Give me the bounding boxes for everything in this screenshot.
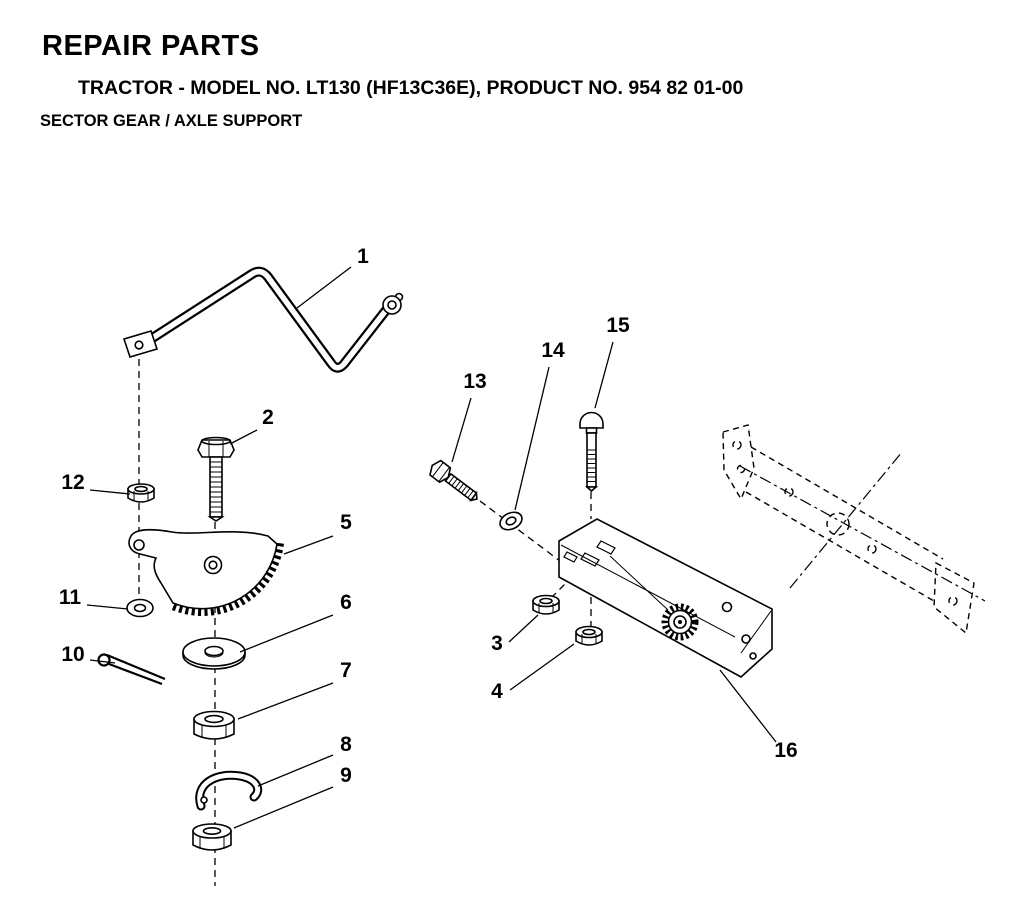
- callout-11: 11: [59, 586, 82, 609]
- part-4-hex-nut: [575, 625, 603, 646]
- callout-8: 8: [340, 733, 352, 756]
- part-6-spacer-washer: [182, 637, 246, 670]
- part-5-sector-gear: [128, 529, 284, 616]
- leader-lines: [86, 266, 777, 829]
- part-8-clip: [195, 770, 263, 811]
- part-3-hex-nut: [532, 594, 560, 615]
- part-2-hex-bolt: [197, 436, 235, 522]
- part-16-axle-support-bracket: [558, 518, 773, 678]
- callout-14: 14: [541, 339, 565, 362]
- callout-9: 9: [340, 764, 352, 787]
- part-12-flange-nut: [127, 483, 155, 503]
- assembly-center-lines: [739, 451, 986, 602]
- part-7-hex-nut: [193, 710, 235, 740]
- page-title: REPAIR PARTS: [42, 30, 260, 62]
- callout-3: 3: [491, 632, 503, 655]
- part-11-washer: [126, 598, 154, 618]
- part-13-hex-bolt: [429, 459, 478, 502]
- part-15-carriage-bolt: [579, 411, 604, 493]
- callout-4: 4: [491, 680, 503, 703]
- part-10-cotter-pin: [97, 653, 166, 686]
- callout-15: 15: [606, 314, 630, 337]
- callout-16: 16: [774, 739, 797, 762]
- axle-assembly-reference: [722, 424, 975, 635]
- callout-13: 13: [463, 370, 486, 393]
- callout-10: 10: [61, 643, 84, 666]
- callout-7: 7: [340, 659, 352, 682]
- model-line: TRACTOR - MODEL NO. LT130 (HF13C36E), PR…: [78, 77, 744, 99]
- callout-2: 2: [262, 406, 274, 429]
- callout-1: 1: [357, 245, 369, 268]
- callout-labels: 1 2 12 5 11 10 6 7 8 9 13 14 15 3 4 16: [59, 245, 798, 787]
- callout-6: 6: [340, 591, 352, 614]
- callout-12: 12: [61, 471, 84, 494]
- part-1-drag-link-rod: [122, 266, 404, 373]
- part-9-hex-nut: [192, 823, 232, 851]
- callout-5: 5: [340, 511, 352, 534]
- section-title: SECTOR GEAR / AXLE SUPPORT: [40, 112, 303, 130]
- part-14-washer: [499, 511, 523, 531]
